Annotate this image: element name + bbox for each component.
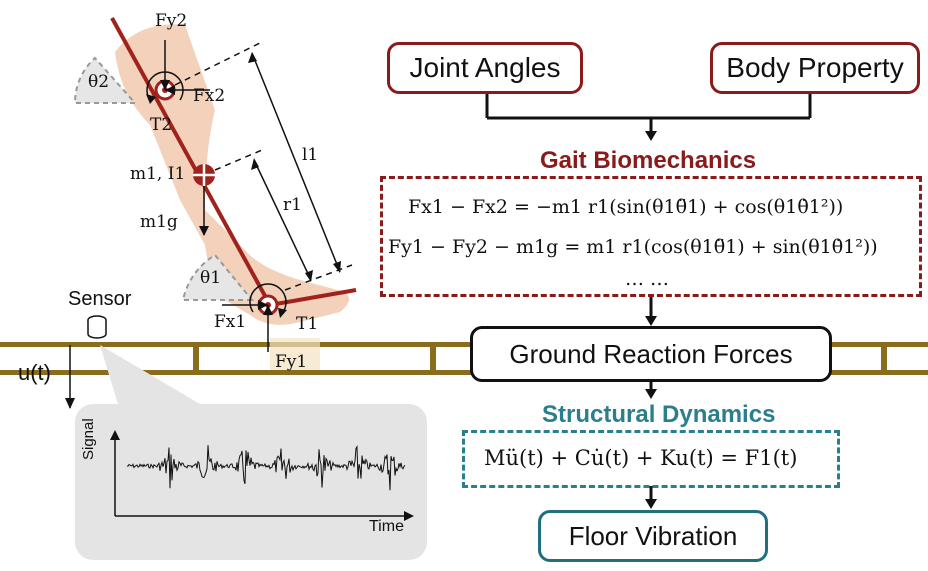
label-m1-i1: m1, I1 [130, 164, 186, 184]
dimension-lines [174, 41, 353, 291]
theta1-angle-wedge [181, 253, 255, 301]
sensor-label: Sensor [68, 288, 132, 310]
fy1-highlight [270, 338, 320, 370]
floor-structure [0, 342, 928, 375]
gait-equations-box [380, 176, 922, 297]
ground-reaction-forces-box: Ground Reaction Forces [470, 326, 832, 382]
vibration-signal-trace [126, 444, 406, 491]
knee-joint [146, 40, 210, 104]
gait-biomechanics-title: Gait Biomechanics [540, 147, 757, 174]
label-theta1: θ1 [200, 268, 222, 288]
equation-x: Fx1 − Fx2 = −m1 r1(sin(θ1θ̈1) + cos(θ1θ̇… [408, 196, 844, 218]
floor-vibration-box: Floor Vibration [538, 510, 768, 562]
label-m1g: m1g [140, 212, 178, 232]
flow-connectors [485, 92, 812, 509]
center-of-mass-marker [193, 164, 215, 236]
signal-panel [75, 404, 427, 560]
label-fx2: Fx2 [193, 86, 226, 106]
signal-plot [110, 430, 414, 521]
structural-dynamics-title: Structural Dynamics [542, 401, 776, 428]
sensor-icon [65, 315, 107, 409]
label-t2: T2 [150, 115, 173, 135]
equation-ellipsis: … … [625, 268, 670, 290]
body-property-box: Body Property [710, 42, 920, 94]
label-theta2: θ2 [88, 72, 110, 92]
label-t1: T1 [296, 314, 319, 334]
equation-structural: Mü(t) + Cu̇(t) + Ku(t) = F1(t) [484, 446, 798, 470]
label-l1: l1 [302, 145, 319, 165]
time-axis-label: Time [369, 518, 404, 535]
equation-y: Fy1 − Fy2 − m1g = m1 r1(cos(θ1θ̈1) + sin… [388, 236, 878, 258]
joint-angles-box: Joint Angles [387, 42, 583, 94]
displacement-label: u(t) [18, 360, 51, 385]
signal-axis-label: Signal [80, 418, 97, 460]
label-r1: r1 [283, 195, 302, 215]
ankle-joint [222, 283, 287, 352]
leg-illustration [110, 17, 357, 325]
structural-equation-box [462, 430, 840, 488]
theta2-angle-wedge [73, 56, 138, 104]
label-fx1: Fx1 [214, 312, 247, 332]
label-fy1: Fy1 [275, 352, 308, 372]
label-fy2: Fy2 [155, 11, 188, 31]
sensor-callout [100, 345, 200, 404]
